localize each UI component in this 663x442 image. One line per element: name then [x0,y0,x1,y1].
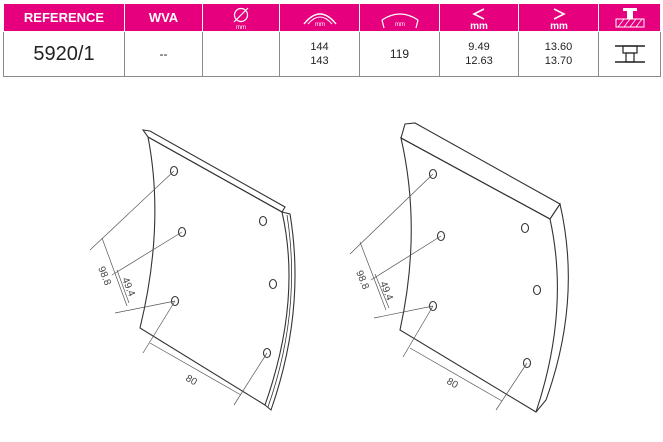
width-cell: 144 143 [279,31,360,77]
max-cell: 13.60 13.70 [518,31,599,77]
max-value-1: 13.60 [544,41,573,53]
right-dim-80: 80 [445,376,461,391]
diameter-cell [202,31,280,77]
width-value-2: 143 [310,55,329,67]
spec-table: REFERENCE WVA mm mm mm [3,3,661,77]
rivet-symbol-icon [614,45,645,63]
rivet-icon [615,7,644,27]
max-thickness-icon: mm [550,7,568,30]
rivet-cell [598,31,661,77]
min-header: mm [439,3,519,32]
rivet-header [598,3,661,32]
left-dim-49-4: 49.4 [119,276,137,299]
min-thickness-icon: mm [470,7,488,30]
reference-header: REFERENCE [3,3,125,32]
right-dim-98-8: 98.8 [353,269,371,292]
diameter-icon: mm [233,7,249,30]
right-dimensions [349,173,528,411]
reference-cell: 5920/1 [3,31,125,77]
min-value-1: 9.49 [468,41,490,53]
min-value-2: 12.63 [465,55,493,67]
svg-text:mm: mm [395,22,405,28]
width-header: mm [279,3,360,32]
left-dimensions [89,170,268,406]
table-row: 5920/1 -- 144 143 119 9.49 12.63 13.60 1… [3,31,661,77]
svg-text:mm: mm [550,21,568,30]
svg-text:mm: mm [315,22,325,28]
wva-cell: -- [124,31,203,77]
min-cell: 9.49 12.63 [439,31,519,77]
angle-cell: 119 [359,31,440,77]
left-lining [139,129,296,411]
left-dim-80: 80 [184,373,200,388]
header-row: REFERENCE WVA mm mm mm [3,3,661,32]
curvature-width-icon: mm [302,12,337,28]
right-dim-49-4: 49.4 [377,280,395,303]
left-dim-98-8: 98.8 [95,265,113,288]
max-value-2: 13.70 [544,55,573,67]
svg-text:mm: mm [236,25,246,30]
width-value-1: 144 [310,41,329,53]
curvature-angle-icon: mm [380,12,419,28]
angle-header: mm [359,3,440,32]
right-lining [399,122,569,413]
max-header: mm [518,3,599,32]
svg-text:mm: mm [470,21,488,30]
